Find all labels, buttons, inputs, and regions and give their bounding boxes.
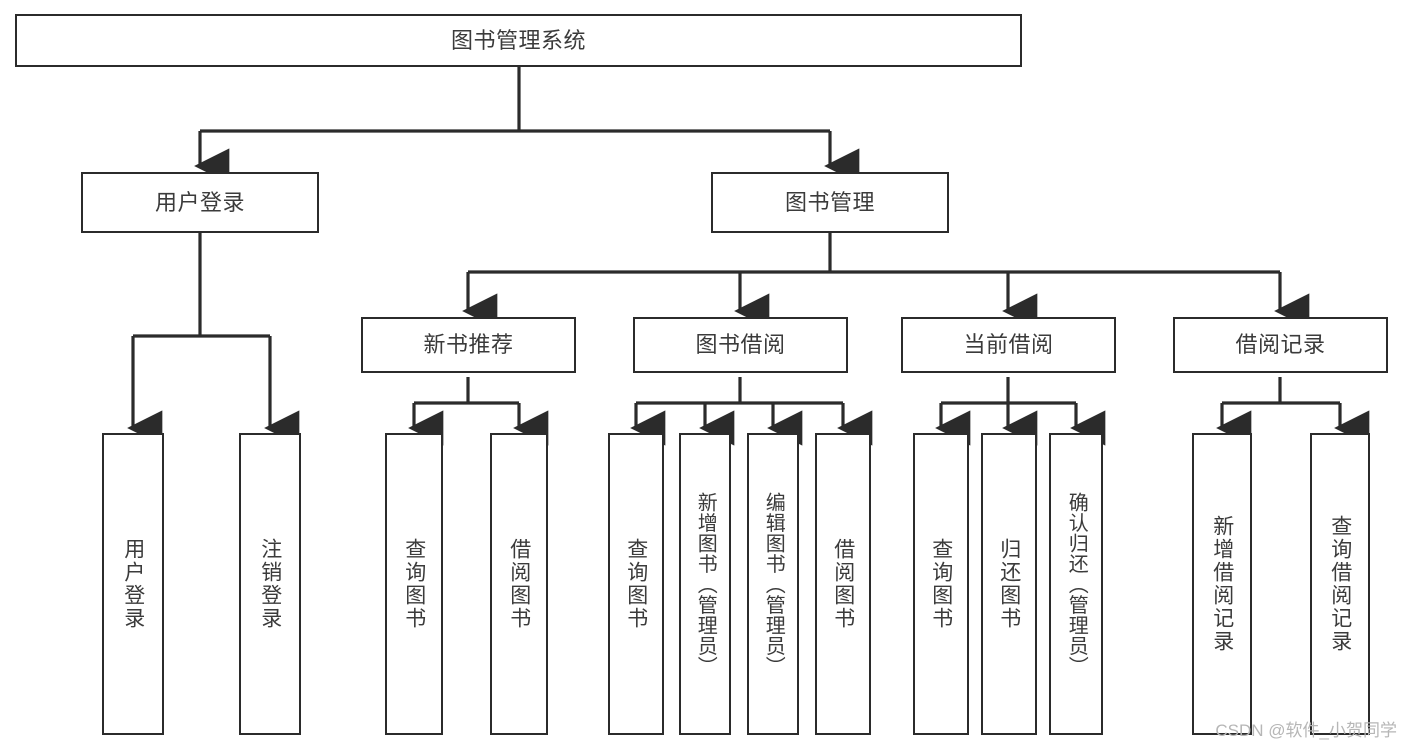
- node-leaf-borrow-book-1[interactable]: 借阅图书: [490, 433, 548, 735]
- csdn-watermark: CSDN @软件_小贺同学: [1215, 721, 1397, 740]
- node-leaf-query-book-2-label: 查询图书: [624, 538, 648, 630]
- node-leaf-borrow-book-1-label: 借阅图书: [507, 538, 531, 630]
- node-root[interactable]: 图书管理系统: [15, 14, 1022, 67]
- node-leaf-edit-book-label: 编辑图书（管理员）: [762, 491, 785, 677]
- node-leaf-add-record-label: 新增借阅记录: [1210, 515, 1234, 653]
- node-leaf-query-book-1-label: 查询图书: [402, 538, 426, 630]
- node-leaf-user-login[interactable]: 用户登录: [102, 433, 164, 735]
- node-leaf-confirm-return[interactable]: 确认归还（管理员）: [1049, 433, 1103, 735]
- node-book-borrow[interactable]: 图书借阅: [633, 317, 848, 373]
- node-leaf-borrow-book-2-label: 借阅图书: [831, 538, 855, 630]
- node-leaf-query-record-label: 查询借阅记录: [1328, 515, 1352, 653]
- node-user-login-label: 用户登录: [154, 189, 245, 215]
- node-leaf-return-book-label: 归还图书: [997, 538, 1021, 630]
- node-book-manage-label: 图书管理: [784, 189, 875, 215]
- node-borrow-record[interactable]: 借阅记录: [1173, 317, 1388, 373]
- node-leaf-add-record[interactable]: 新增借阅记录: [1192, 433, 1252, 735]
- node-new-book-recommend[interactable]: 新书推荐: [361, 317, 576, 373]
- node-borrow-record-label: 借阅记录: [1235, 332, 1326, 357]
- node-root-label: 图书管理系统: [450, 27, 586, 53]
- node-leaf-confirm-return-label: 确认归还（管理员）: [1065, 491, 1088, 677]
- node-leaf-query-book-1[interactable]: 查询图书: [385, 433, 443, 735]
- node-leaf-add-book[interactable]: 新增图书（管理员）: [679, 433, 731, 735]
- node-leaf-borrow-book-2[interactable]: 借阅图书: [815, 433, 871, 735]
- node-book-borrow-label: 图书借阅: [695, 332, 786, 357]
- node-leaf-user-logout-label: 注销登录: [258, 538, 282, 630]
- node-leaf-edit-book[interactable]: 编辑图书（管理员）: [747, 433, 799, 735]
- node-leaf-return-book[interactable]: 归还图书: [981, 433, 1037, 735]
- node-leaf-user-login-label: 用户登录: [121, 538, 145, 630]
- node-new-book-recommend-label: 新书推荐: [423, 332, 514, 357]
- node-current-borrow-label: 当前借阅: [963, 332, 1054, 357]
- node-leaf-add-book-label: 新增图书（管理员）: [694, 491, 717, 677]
- node-leaf-user-logout[interactable]: 注销登录: [239, 433, 301, 735]
- node-leaf-query-book-3[interactable]: 查询图书: [913, 433, 969, 735]
- node-leaf-query-record[interactable]: 查询借阅记录: [1310, 433, 1370, 735]
- node-book-manage[interactable]: 图书管理: [711, 172, 949, 233]
- node-current-borrow[interactable]: 当前借阅: [901, 317, 1116, 373]
- node-leaf-query-book-3-label: 查询图书: [929, 538, 953, 630]
- node-user-login[interactable]: 用户登录: [81, 172, 319, 233]
- node-leaf-query-book-2[interactable]: 查询图书: [608, 433, 664, 735]
